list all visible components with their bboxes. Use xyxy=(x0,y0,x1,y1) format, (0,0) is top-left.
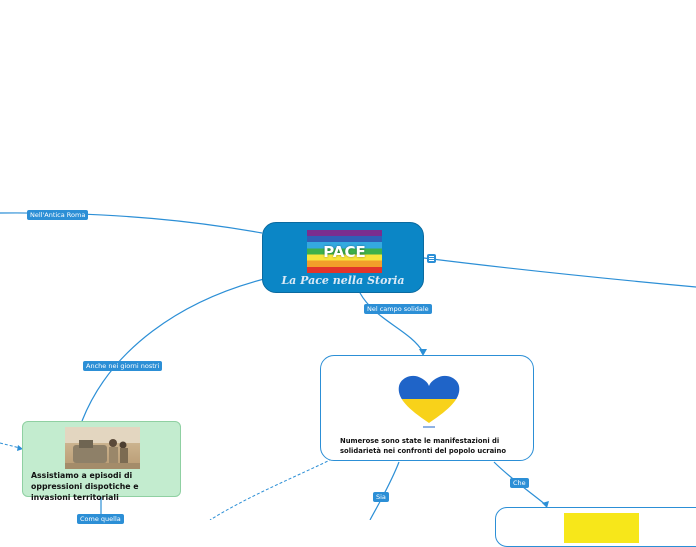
node-oppressioni-text: Assistiamo a episodi di oppressioni disp… xyxy=(31,471,139,502)
label-come-quella[interactable]: Come quella xyxy=(77,514,124,524)
node-che-target[interactable] xyxy=(495,507,696,547)
node-solidarieta-text: Numerose sono state le manifestazioni di… xyxy=(340,437,507,455)
central-title: La Pace nella Storia xyxy=(281,274,405,287)
soldiers-photo xyxy=(65,427,140,469)
notes-icon[interactable] xyxy=(427,254,436,263)
node-solidarieta[interactable]: Numerose sono state le manifestazioni di… xyxy=(320,355,534,461)
label-campo-solidale[interactable]: Nel campo solidale xyxy=(364,304,432,314)
peace-flag-image: PACE xyxy=(307,230,382,273)
label-sia[interactable]: Sia xyxy=(373,492,389,502)
ukraine-heart-icon xyxy=(398,375,460,428)
label-antica-roma[interactable]: Nell'Antica Roma xyxy=(27,210,89,220)
node-oppressioni[interactable]: Assistiamo a episodi di oppressioni disp… xyxy=(22,421,181,502)
central-topic[interactable]: PACE La Pace nella Storia xyxy=(262,222,424,293)
label-che[interactable]: Che xyxy=(510,478,529,488)
flag-text: PACE xyxy=(323,243,366,261)
yellow-image xyxy=(564,513,639,543)
label-giorni-nostri[interactable]: Anche nei giorni nostri xyxy=(83,361,163,371)
